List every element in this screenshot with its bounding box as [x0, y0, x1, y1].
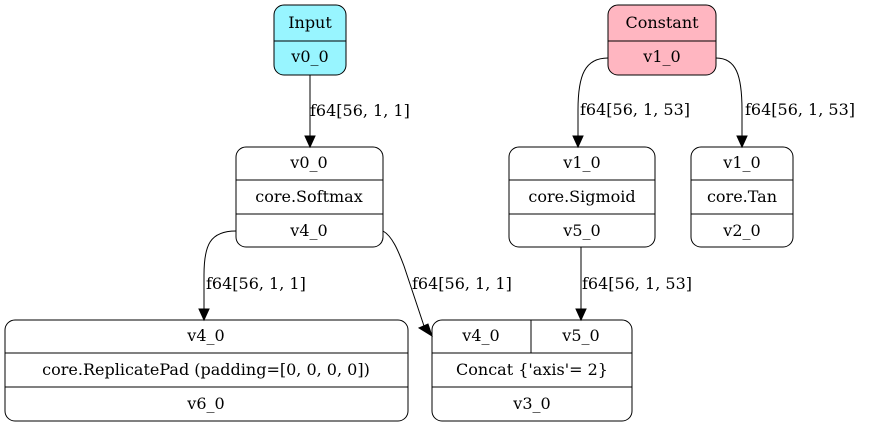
constant-node-title: Constant — [625, 13, 699, 32]
sigmoid-node: v1_0 core.Sigmoid v5_0 — [508, 146, 656, 248]
input-node-output: v0_0 — [290, 47, 328, 66]
input-node: Input v0_0 — [273, 4, 347, 76]
concat-node: v4_0 v5_0 Concat {'axis'= 2} v3_0 — [431, 319, 633, 422]
edge-constant-to-sigmoid-arrowhead — [572, 135, 584, 149]
tan-node-op: core.Tan — [707, 187, 777, 206]
edge-constant-to-tan-line — [715, 57, 743, 136]
edge-input-to-softmax-arrowhead — [304, 135, 316, 149]
edge-softmax-to-concat-line — [382, 230, 425, 327]
edge-softmax-to-replicatepad-line — [203, 230, 237, 309]
edge-softmax-to-replicatepad-arrowhead — [198, 308, 210, 322]
edge-softmax-to-replicatepad: f64[56, 1, 1] — [198, 230, 306, 322]
sigmoid-node-input: v1_0 — [562, 153, 600, 172]
softmax-node: v0_0 core.Softmax v4_0 — [235, 146, 384, 248]
edge-softmax-to-concat-label: f64[56, 1, 1] — [412, 274, 512, 293]
input-node-header-fill — [274, 5, 346, 41]
concat-node-border — [431, 319, 633, 422]
tan-node-input: v1_0 — [722, 153, 760, 172]
replicatepad-node-border — [4, 319, 409, 422]
edge-input-to-softmax: f64[56, 1, 1] — [304, 75, 410, 149]
edge-sigmoid-to-concat-label: f64[56, 1, 53] — [582, 274, 692, 293]
edge-softmax-to-replicatepad-label: f64[56, 1, 1] — [206, 274, 306, 293]
constant-node-fill — [608, 5, 716, 75]
concat-node-input-b: v5_0 — [561, 326, 599, 345]
input-node-output-fill — [274, 41, 346, 75]
edge-sigmoid-to-concat-arrowhead — [575, 308, 587, 322]
edge-softmax-to-concat: f64[56, 1, 1] — [382, 230, 512, 338]
softmax-node-output: v4_0 — [289, 221, 327, 240]
sigmoid-node-border — [508, 146, 656, 248]
concat-node-output: v3_0 — [512, 394, 550, 413]
tan-node: v1_0 core.Tan v2_0 — [690, 146, 794, 248]
replicatepad-node: v4_0 core.ReplicatePad (padding=[0, 0, 0… — [4, 319, 409, 422]
input-node-title: Input — [288, 13, 332, 32]
replicatepad-node-output: v6_0 — [186, 394, 224, 413]
edge-constant-to-tan: f64[56, 1, 53] — [715, 57, 855, 149]
constant-node-border — [607, 4, 717, 76]
concat-node-input-a: v4_0 — [461, 326, 499, 345]
constant-node-output: v1_0 — [642, 47, 680, 66]
edge-constant-to-sigmoid-line — [577, 57, 609, 136]
edge-constant-to-tan-arrowhead — [736, 135, 748, 149]
softmax-node-op: core.Softmax — [255, 187, 362, 206]
edge-constant-to-sigmoid: f64[56, 1, 53] — [572, 57, 690, 149]
replicatepad-node-input: v4_0 — [186, 326, 224, 345]
edge-sigmoid-to-concat: f64[56, 1, 53] — [575, 247, 692, 322]
edge-constant-to-sigmoid-label: f64[56, 1, 53] — [580, 100, 690, 119]
concat-node-op: Concat {'axis'= 2} — [456, 360, 608, 379]
sigmoid-node-op: core.Sigmoid — [528, 187, 635, 206]
edge-input-to-softmax-label: f64[56, 1, 1] — [310, 101, 410, 120]
sigmoid-node-output: v5_0 — [562, 221, 600, 240]
replicatepad-node-op: core.ReplicatePad (padding=[0, 0, 0, 0]) — [42, 360, 370, 379]
constant-node: Constant v1_0 — [607, 4, 717, 76]
tan-node-output: v2_0 — [722, 221, 760, 240]
edge-constant-to-tan-label: f64[56, 1, 53] — [745, 100, 855, 119]
softmax-node-input: v0_0 — [289, 153, 327, 172]
edge-softmax-to-concat-arrowhead — [417, 323, 433, 338]
